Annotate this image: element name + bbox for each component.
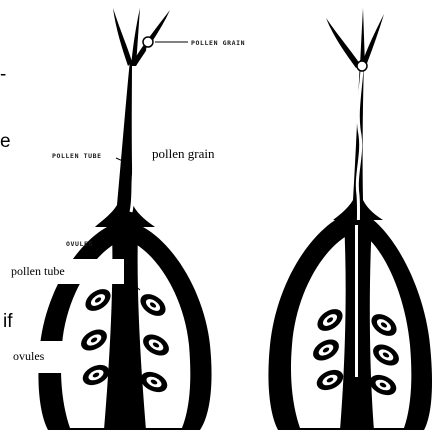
label-pollen-grain-caps: POLLEN GRAIN <box>191 39 245 47</box>
label-pollen-tube: pollen tube <box>11 264 65 278</box>
label-ovules: ovules <box>13 349 45 363</box>
right-tube-in-axis <box>355 225 358 377</box>
right-pollen-grain <box>357 61 367 71</box>
right-pistil <box>268 8 432 430</box>
right-stigma-right <box>362 14 384 66</box>
label-pollen-tube-caps: POLLEN TUBE <box>52 152 102 160</box>
label-pollen-grain: pollen grain <box>152 146 215 161</box>
left-pollen-grain <box>143 37 153 47</box>
left-stigma-left <box>113 8 132 66</box>
side-text-e: e <box>0 131 11 152</box>
label-ovules-caps: OVULES <box>66 240 93 248</box>
left-pistil <box>38 8 211 430</box>
right-stigma-left <box>326 18 360 68</box>
side-text-if: if <box>3 311 13 332</box>
left-pollen-tube <box>131 46 148 212</box>
left-style <box>95 60 155 227</box>
side-text-dash: - <box>0 64 6 85</box>
